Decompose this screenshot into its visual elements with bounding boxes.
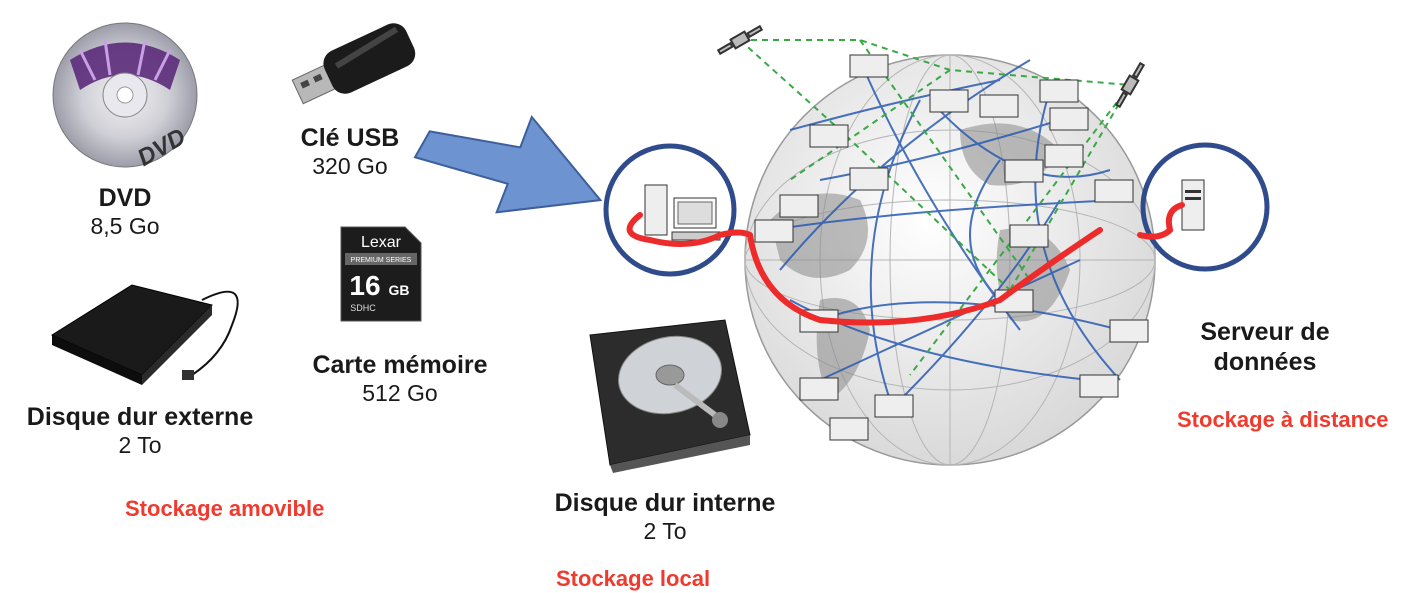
globe-network-icon	[716, 24, 1156, 466]
server-icon	[1137, 142, 1270, 272]
internal-hdd-icon	[589, 319, 751, 473]
memory-card-icon: Lexar PREMIUM SERIES 16 GB SDHC	[340, 226, 422, 322]
local-storage-label: Stockage local	[556, 566, 711, 591]
server-name-line2: données	[1213, 348, 1317, 376]
removable-storage-label: Stockage amovible	[125, 496, 325, 521]
dvd-name: DVD	[98, 184, 152, 212]
usb-caption: Clé USB 320 Go	[285, 123, 415, 181]
card-size: 512 Go	[362, 380, 438, 406]
card-capacity: 16	[349, 270, 380, 301]
card-name: Carte mémoire	[312, 351, 488, 379]
card-series: PREMIUM SERIES	[351, 257, 412, 264]
internal-hdd-caption: Disque dur interne 2 To	[530, 488, 800, 546]
card-type: SDHC	[350, 303, 376, 313]
dvd-size: 8,5 Go	[90, 213, 160, 239]
internal-hdd-name: Disque dur interne	[554, 489, 776, 517]
card-unit: GB	[389, 282, 410, 298]
arrow-icon	[413, 114, 603, 214]
internal-hdd-size: 2 To	[643, 518, 687, 544]
usb-size: 320 Go	[312, 153, 388, 179]
computer-icon	[603, 143, 753, 277]
remote-storage-label: Stockage à distance	[1177, 407, 1389, 432]
server-name-line1: Serveur de	[1200, 318, 1330, 346]
external-hdd-size: 2 To	[118, 432, 162, 458]
external-hdd-caption: Disque dur externe 2 To	[5, 402, 275, 460]
dvd-icon: DVD	[52, 22, 198, 172]
card-brand: Lexar	[361, 234, 402, 251]
external-hdd-name: Disque dur externe	[26, 403, 254, 431]
server-caption: Serveur de données	[1190, 317, 1340, 377]
external-hdd-icon	[50, 284, 239, 385]
dvd-caption: DVD 8,5 Go	[75, 183, 175, 241]
card-caption: Carte mémoire 512 Go	[295, 350, 505, 408]
usb-key-icon	[291, 23, 416, 105]
usb-name: Clé USB	[300, 124, 400, 152]
